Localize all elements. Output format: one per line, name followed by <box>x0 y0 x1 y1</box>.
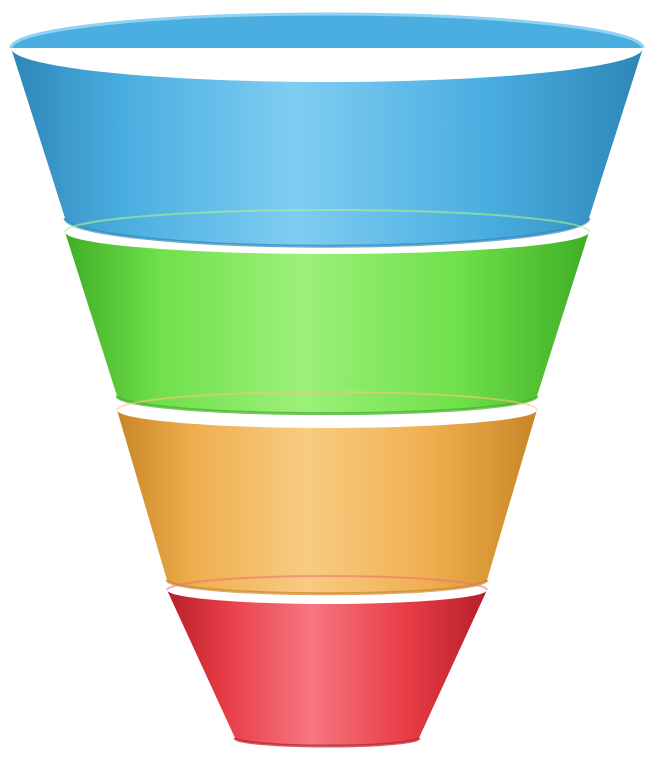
funnel-segment-upper-middle <box>65 232 589 414</box>
funnel-segment-top <box>11 48 643 246</box>
funnel-segment-bottom <box>167 590 487 746</box>
funnel-segment-lower-middle <box>117 410 537 594</box>
funnel-rim-top <box>11 14 643 48</box>
